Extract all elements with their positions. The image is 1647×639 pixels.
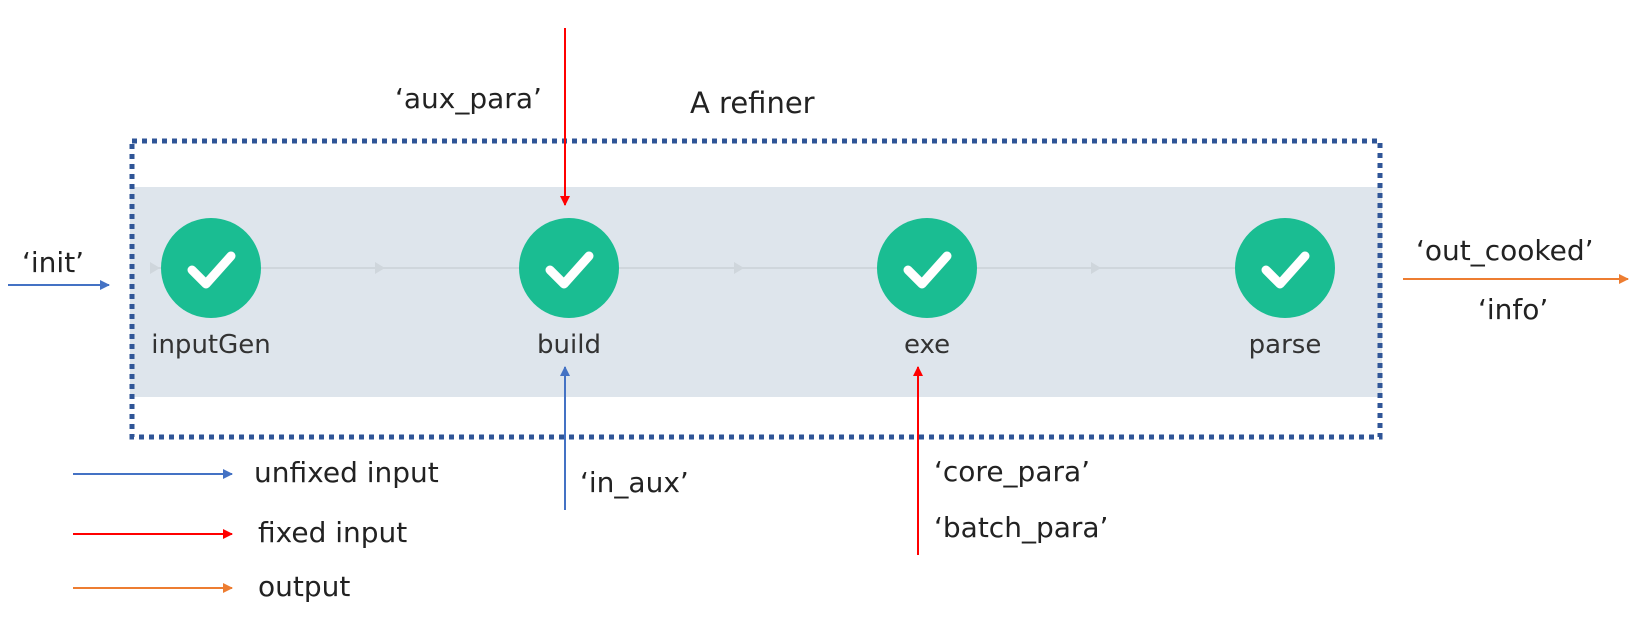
in-aux-label: ‘in_aux’ — [580, 466, 689, 499]
legend-fixed-label: fixed input — [258, 516, 408, 549]
step-label-parse: parse — [1248, 330, 1322, 360]
connector-arrow — [1091, 262, 1101, 274]
connector-arrow — [150, 262, 160, 274]
init-label: ‘init’ — [22, 246, 85, 279]
connector-arrow — [375, 262, 385, 274]
legend-unfixed-label: unfixed input — [254, 456, 439, 489]
check-icon — [1261, 251, 1310, 289]
out-cooked-label: ‘out_cooked’ — [1416, 234, 1594, 267]
step-build-node[interactable] — [519, 218, 619, 318]
aux-para-label: ‘aux_para’ — [395, 82, 542, 115]
check-icon — [187, 251, 236, 289]
legend-output-label: output — [258, 570, 351, 603]
step-label-build: build — [537, 330, 601, 360]
step-label-exe: exe — [903, 330, 951, 360]
step-parse-node[interactable] — [1235, 218, 1335, 318]
diagram-title: A refiner — [690, 86, 815, 120]
check-icon — [545, 251, 594, 289]
check-icon — [903, 251, 952, 289]
step-label-inputgen: inputGen — [151, 330, 271, 360]
core-para-label: ‘core_para’ — [934, 455, 1091, 488]
workflow-band — [130, 187, 1382, 397]
step-exe-node[interactable] — [877, 218, 977, 318]
step-inputgen-node[interactable] — [161, 218, 261, 318]
refiner-frame — [129, 138, 1383, 440]
batch-para-label: ‘batch_para’ — [934, 511, 1109, 544]
info-label: ‘info’ — [1478, 293, 1549, 326]
connector-arrow — [734, 262, 744, 274]
